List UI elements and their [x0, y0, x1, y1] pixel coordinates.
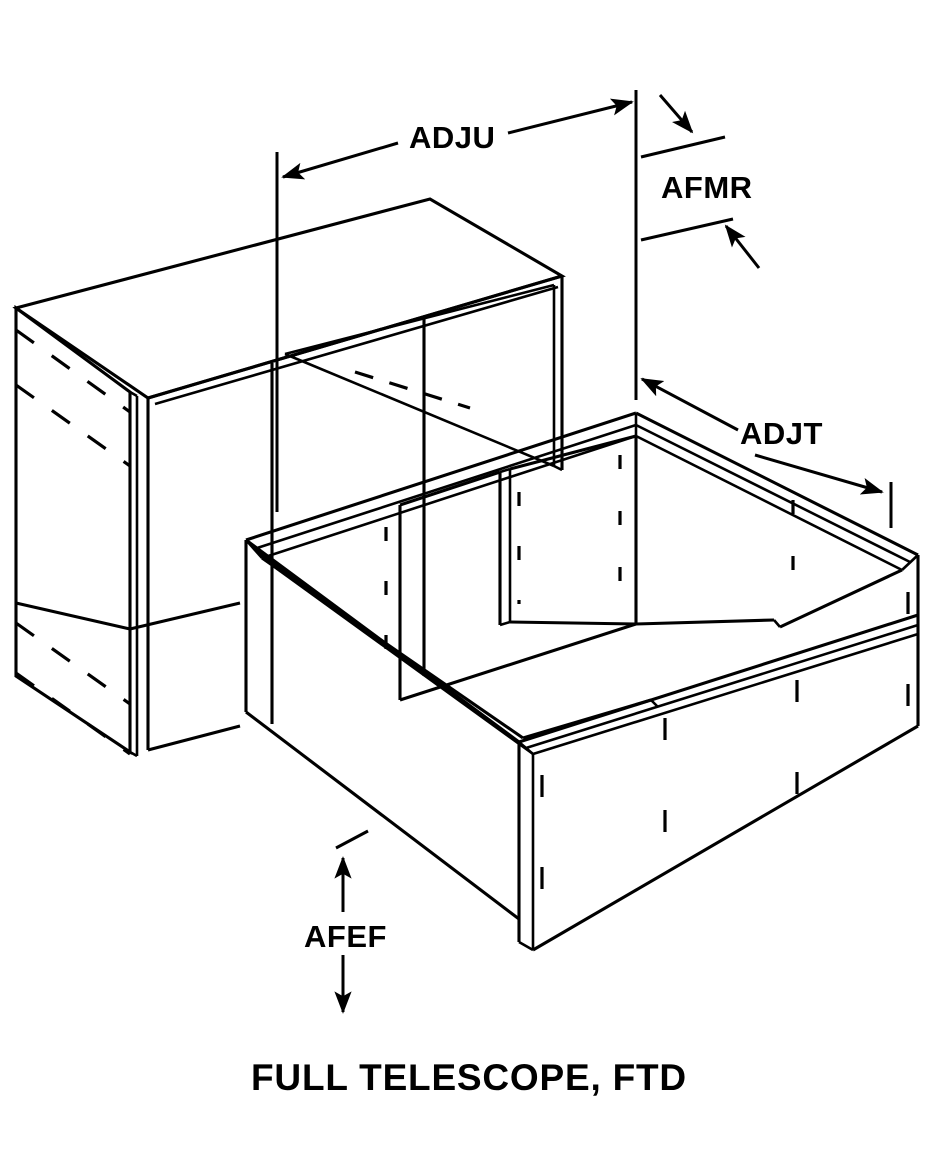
tray-front-bottom-edge [532, 724, 919, 952]
cover-stitch-bottom-1 [15, 621, 131, 706]
afmr-dimension-group: AFMR [640, 94, 761, 269]
tray-interior-floor-right-a [635, 618, 775, 626]
tray-rim-mid-frontright [525, 623, 919, 750]
cover-inner-flap-diagonal [284, 352, 555, 468]
cover-stitch-top-2 [15, 383, 131, 468]
cover-left-corner-cap-top [129, 390, 138, 398]
lower-tray-box [244, 411, 920, 952]
tray-rim-cap-front [518, 741, 534, 755]
adju-dimension-group: ADJU [275, 90, 638, 512]
tray-interior-panel-b-bottom [509, 620, 637, 626]
cover-front-bottom-edge [147, 724, 241, 752]
tray-interior-right-wall-bottom [779, 568, 903, 629]
afmr-reference-line-upper [640, 135, 726, 159]
tray-interior-floor-notch-a [773, 619, 781, 628]
afmr-dimension-label: AFMR [661, 170, 753, 205]
cover-left-band-seam [15, 601, 131, 631]
afef-dimension-label: AFEF [304, 919, 387, 954]
upper-cover-box [12, 197, 566, 758]
tray-rim-outer-backright [635, 411, 919, 557]
tray-rim-mid-backright [635, 423, 911, 564]
tray-interior-floor-notch-b [650, 699, 659, 708]
tray-rim-cap-left [245, 539, 263, 559]
tray-interior-panel-a-top [399, 470, 501, 507]
cover-left-corner-cap-bottom [129, 750, 138, 758]
tray-rim-inner-backright [635, 434, 903, 572]
adjt-dimension-group: ADJT [640, 377, 893, 528]
adju-arrow-left [281, 141, 399, 180]
tray-front-corner-cap [518, 940, 534, 952]
adjt-dimension-label: ADJT [740, 416, 823, 451]
cover-front-top-edge-inner [154, 285, 559, 406]
adju-dimension-label: ADJU [409, 120, 495, 155]
adjt-leader-right [754, 453, 884, 495]
afef-dimension-group: AFEF [304, 829, 387, 1014]
afef-reference-tick-upper [335, 829, 369, 850]
tray-interior-floor-left [399, 622, 637, 702]
tray-rim-cap-right [901, 554, 919, 571]
cover-right-edge-cap [553, 464, 563, 472]
adjt-leader-left [640, 377, 739, 432]
afmr-leader-lower [724, 224, 761, 269]
figure-caption: FULL TELESCOPE, FTD [251, 1057, 687, 1098]
tray-interior-divider-cap-bottom [499, 620, 511, 627]
tray-rim-inner-frontright [532, 632, 919, 756]
afmr-leader-upper [658, 94, 694, 134]
tray-rim-mid-backleft [253, 423, 637, 551]
cover-stitch-top-1 [15, 328, 131, 414]
tray-interior-divider-cap-top [499, 467, 511, 474]
afmr-reference-line-lower [640, 217, 734, 242]
adju-arrow-right [507, 98, 634, 135]
tray-exterior-left-bottom [245, 710, 520, 921]
tray-rim-outer-backleft [245, 411, 637, 542]
cover-band-seam-right [129, 601, 241, 631]
tray-rim-inner-backleft [261, 434, 637, 560]
tray-interior-left-wall-bottom [261, 556, 524, 740]
tray-interior-panel-b-top [509, 434, 637, 471]
tray-interior-floor-front-a [522, 698, 652, 740]
cover-inner-flap-top [284, 283, 555, 356]
